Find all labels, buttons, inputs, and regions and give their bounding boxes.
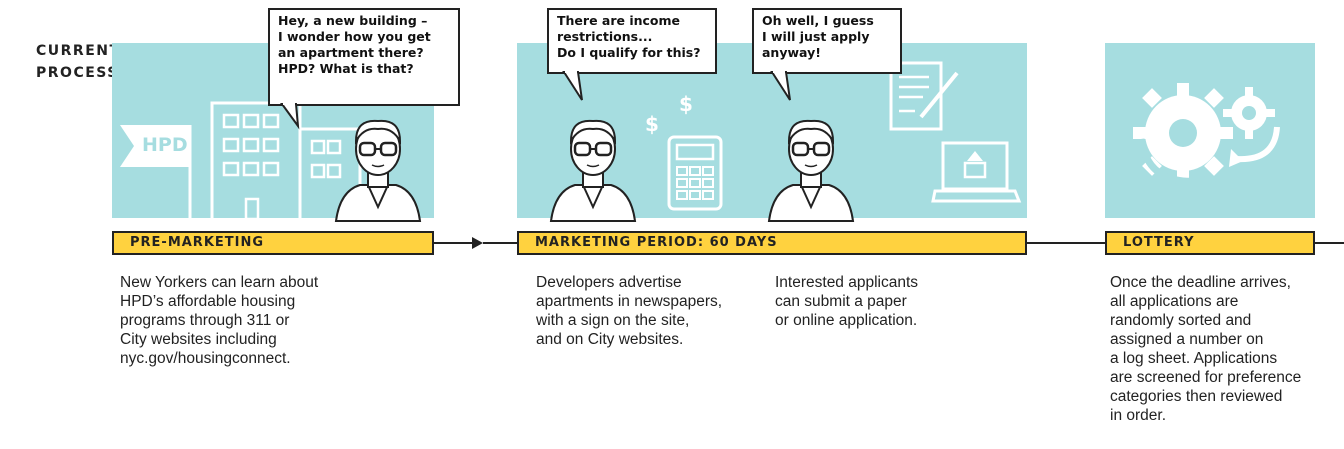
dollar-icon: $ $ bbox=[645, 92, 693, 136]
connector-line bbox=[1315, 242, 1344, 244]
hpd-flag-icon bbox=[120, 125, 192, 221]
flag-text: HPD bbox=[142, 134, 188, 156]
person-icon bbox=[767, 119, 855, 222]
marketing-description-left: Developers advertise apartments in newsp… bbox=[536, 274, 723, 348]
person-icon bbox=[334, 119, 422, 222]
bubble-tail-icon bbox=[280, 101, 300, 130]
connector-line bbox=[483, 242, 517, 244]
stage-marketing: MARKETING PERIOD: 60 DAYS bbox=[517, 231, 1027, 255]
document-icon bbox=[889, 61, 959, 131]
person-icon bbox=[549, 119, 637, 222]
building-icon bbox=[210, 101, 362, 223]
speech-bubble-premarketing: Hey, a new building – I wonder how you g… bbox=[268, 8, 460, 106]
connector-line bbox=[1027, 242, 1105, 244]
premarketing-description: New Yorkers can learn about HPD’s afford… bbox=[120, 274, 319, 367]
lottery-description: Once the deadline arrives, all applicati… bbox=[1110, 274, 1302, 424]
laptop-upload-icon bbox=[931, 141, 1022, 203]
svg-text:$: $ bbox=[645, 112, 659, 136]
lottery-panel bbox=[1105, 43, 1315, 218]
connector-line bbox=[434, 242, 478, 244]
bubble-tail-icon bbox=[770, 69, 791, 101]
process-label: CURRENT PROCESS bbox=[36, 43, 121, 81]
stage-premarketing: PRE-MARKETING bbox=[112, 231, 434, 255]
bubble-tail-icon bbox=[562, 69, 583, 101]
calculator-icon bbox=[667, 135, 723, 211]
gears-icon bbox=[1133, 83, 1280, 185]
stage-lottery: LOTTERY bbox=[1105, 231, 1315, 255]
svg-text:$: $ bbox=[679, 92, 693, 116]
marketing-description-right: Interested applicants can submit a paper… bbox=[775, 274, 919, 329]
speech-bubble-apply: Oh well, I guess I will just apply anywa… bbox=[752, 8, 902, 74]
arrow-right-icon bbox=[472, 237, 483, 249]
speech-bubble-income: There are income restrictions... Do I qu… bbox=[547, 8, 717, 74]
